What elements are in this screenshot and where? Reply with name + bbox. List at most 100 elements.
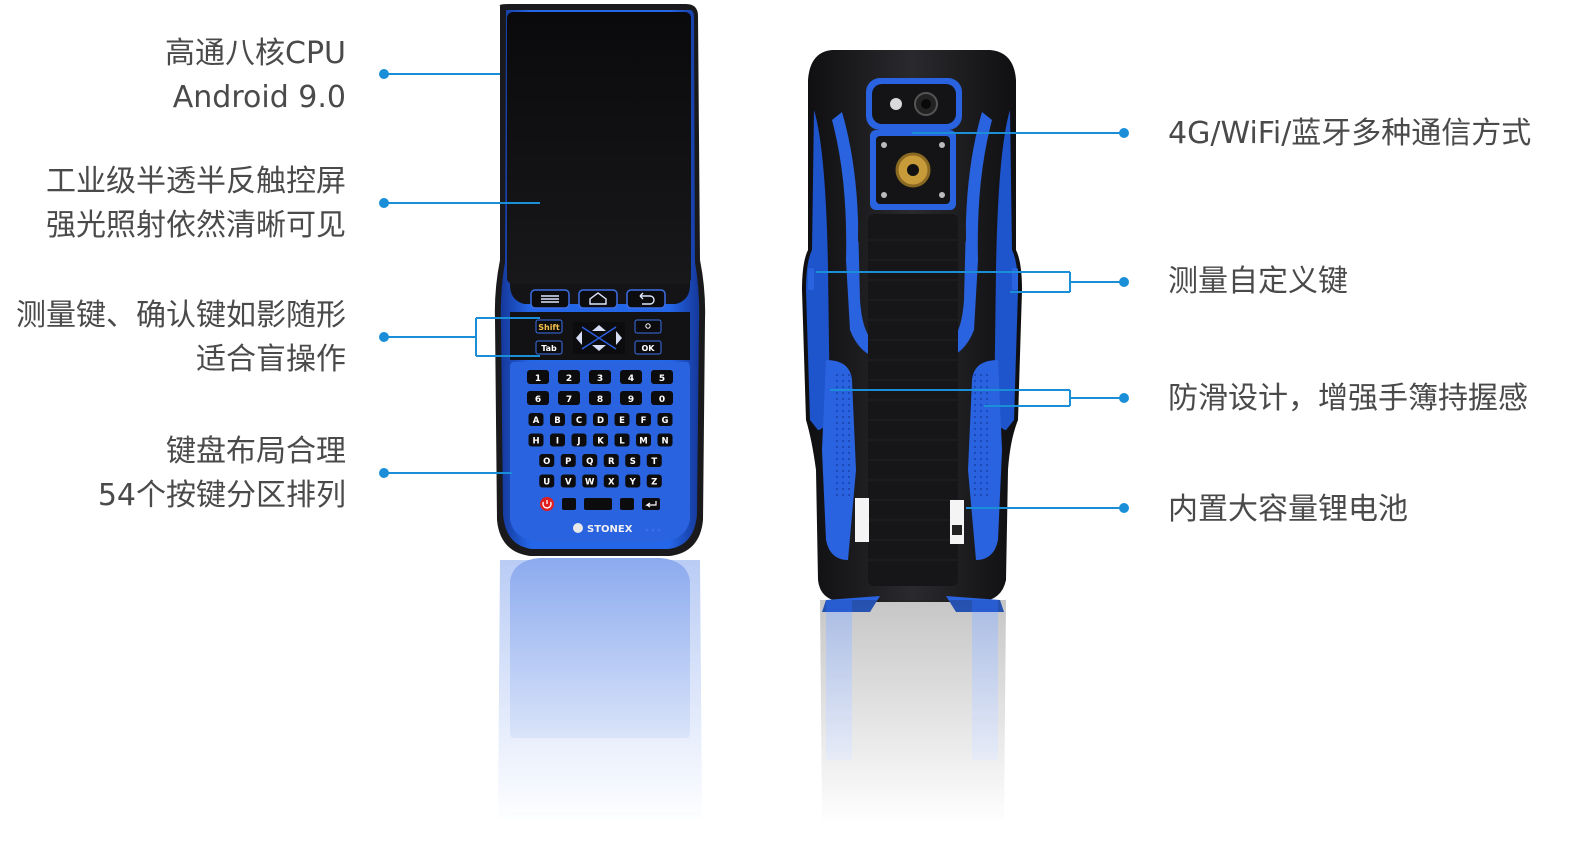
power-icon — [542, 500, 552, 509]
label-keyboard-line1: 键盘布局合理 — [166, 434, 346, 469]
number-key-label: 2 — [566, 374, 572, 384]
letter-key-label: B — [554, 416, 560, 426]
label-cpu-line2: Android 9.0 — [172, 80, 346, 115]
label-custom-key: 测量自定义键 — [1168, 260, 1348, 304]
dpad-up-icon — [592, 325, 606, 331]
letter-key-label: L — [619, 437, 625, 447]
back-key[interactable] — [626, 289, 666, 309]
letter-key-n[interactable]: N — [657, 433, 673, 447]
letter-key-k[interactable]: K — [593, 433, 608, 447]
dpad-left-icon — [576, 331, 582, 345]
number-key-2[interactable]: 2 — [558, 370, 580, 384]
letter-key-x[interactable]: X — [603, 474, 619, 488]
shift-key[interactable] — [535, 319, 563, 334]
dpad-right-icon — [616, 331, 622, 345]
number-key-8[interactable]: 8 — [589, 391, 611, 405]
letter-key-h[interactable]: H — [528, 433, 544, 447]
custom-side-key-right[interactable] — [1012, 268, 1018, 290]
letter-key-label: G — [662, 416, 669, 426]
flash-icon — [890, 98, 902, 110]
letter-key-f[interactable]: F — [636, 413, 651, 426]
letter-key-label: O — [543, 457, 550, 467]
number-key-label: 1 — [535, 374, 541, 384]
control-keys: Shift Tab OK — [535, 319, 662, 355]
number-key-label: 6 — [535, 395, 541, 405]
letter-key-s[interactable]: S — [625, 454, 641, 467]
label-cpu: 高通八核CPU Android 9.0 — [165, 32, 346, 120]
label-screen-line1: 工业级半透半反触控屏 — [46, 164, 346, 199]
custom-side-key-left[interactable] — [808, 268, 814, 290]
letter-key-label: N — [661, 437, 668, 447]
tab-key[interactable] — [535, 340, 563, 355]
letter-key-r[interactable]: R — [603, 454, 619, 467]
home-key[interactable] — [578, 289, 618, 309]
measure-key-icon — [645, 323, 651, 329]
number-key-7[interactable]: 7 — [558, 391, 580, 405]
letter-key-t[interactable]: T — [646, 454, 662, 467]
number-key-3[interactable]: 3 — [589, 370, 611, 384]
measure-key[interactable] — [634, 319, 662, 334]
letter-key-c[interactable]: C — [571, 413, 587, 426]
letter-key-v[interactable]: V — [560, 474, 576, 488]
letter-key-u[interactable]: U — [539, 474, 555, 488]
letter-key-label: P — [565, 457, 571, 467]
enter-icon — [645, 501, 657, 508]
letter-key-z[interactable]: Z — [646, 474, 662, 488]
touch-screen[interactable] — [507, 12, 691, 284]
barcode-sticker — [950, 500, 964, 544]
letter-key-j[interactable]: J — [571, 433, 587, 447]
label-keyboard: 键盘布局合理 54个按键分区排列 — [98, 430, 346, 518]
callout-line-grip — [830, 389, 1124, 407]
number-key-1[interactable]: 1 — [527, 370, 549, 384]
label-keys-line1: 测量键、确认键如影随形 — [16, 298, 346, 333]
label-comm-line1: 4G/WiFi/蓝牙多种通信方式 — [1168, 116, 1532, 151]
number-key-9[interactable]: 9 — [620, 391, 642, 405]
callout-dots — [379, 69, 1129, 513]
label-battery: 内置大容量锂电池 — [1168, 488, 1408, 532]
number-key-6[interactable]: 6 — [527, 391, 549, 405]
letter-key-label: Y — [629, 478, 637, 488]
letter-key-o[interactable]: O — [539, 454, 555, 467]
letter-key-q[interactable]: Q — [582, 454, 598, 467]
letter-key-d[interactable]: D — [593, 413, 608, 426]
number-key-label: 5 — [659, 374, 665, 384]
letter-key-p[interactable]: P — [560, 454, 576, 467]
enter-key[interactable] — [642, 498, 660, 510]
number-key-0[interactable]: 0 — [651, 391, 673, 405]
label-battery-line1: 内置大容量锂电池 — [1168, 492, 1408, 527]
letter-key-l[interactable]: L — [614, 433, 630, 447]
letter-key-b[interactable]: B — [550, 413, 565, 426]
tab-key-label: Tab — [541, 344, 557, 353]
letter-key-label: K — [597, 437, 604, 447]
letter-key-label: H — [532, 437, 539, 447]
letter-key-g[interactable]: G — [657, 413, 673, 426]
letter-key-i[interactable]: I — [550, 433, 565, 447]
letter-key-label: C — [576, 416, 582, 426]
label-keyboard-line2: 54个按键分区排列 — [97, 478, 346, 513]
number-key-4[interactable]: 4 — [620, 370, 642, 384]
letter-key-a[interactable]: A — [528, 413, 544, 426]
label-keys-line2: 适合盲操作 — [196, 342, 346, 377]
nav-keys — [530, 289, 666, 309]
letter-key-label: Z — [651, 478, 657, 488]
number-key-5[interactable]: 5 — [651, 370, 673, 384]
letter-key-y[interactable]: Y — [625, 474, 641, 488]
letter-key-m[interactable]: M — [636, 433, 651, 447]
letter-key-e[interactable]: E — [614, 413, 630, 426]
compliance-sticker — [855, 498, 869, 542]
ok-key-label: OK — [642, 344, 656, 353]
letter-key-label: R — [608, 457, 615, 467]
number-key-label: 7 — [566, 395, 572, 405]
ok-key[interactable] — [634, 340, 662, 355]
space-key[interactable] — [584, 498, 612, 510]
plusminus-key[interactable] — [562, 498, 576, 510]
callout-line-keys — [384, 317, 540, 357]
letter-key-w[interactable]: W — [582, 474, 598, 488]
dot-key[interactable] — [620, 498, 634, 510]
number-key-label: 8 — [597, 395, 603, 405]
menu-icon — [541, 295, 559, 303]
label-grip-line1: 防滑设计，增强手簿持握感 — [1168, 381, 1528, 416]
